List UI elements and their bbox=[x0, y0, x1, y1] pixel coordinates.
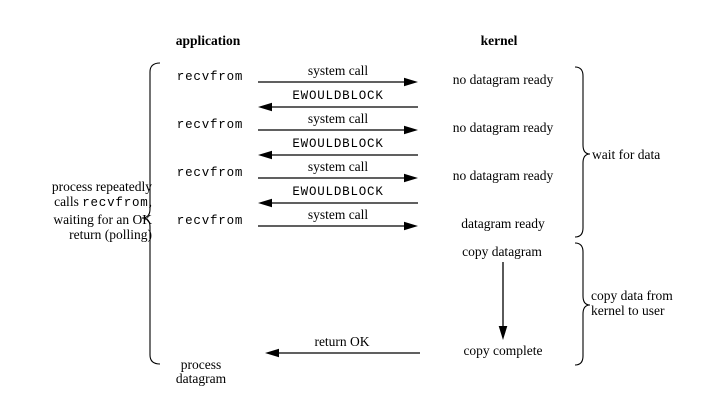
left-brace bbox=[141, 62, 161, 365]
polling-note-line-4: return (polling) bbox=[69, 226, 152, 242]
return-ok-arrow bbox=[265, 348, 420, 358]
polling-note-line2-prefix: calls bbox=[54, 194, 83, 210]
recvfrom-call-3: recvfrom bbox=[176, 166, 244, 180]
ewouldblock-arrow-1 bbox=[258, 102, 418, 112]
system-call-label-3: system call bbox=[307, 159, 369, 174]
system-call-label-2: system call bbox=[307, 111, 369, 126]
ewouldblock-label-2: EWOULDBLOCK bbox=[292, 137, 384, 151]
kernel-state-2: no datagram ready bbox=[452, 120, 554, 135]
process-datagram-line-2: datagram bbox=[175, 371, 227, 386]
ewouldblock-arrow-3 bbox=[258, 198, 418, 208]
copy-progress-arrow bbox=[498, 262, 508, 340]
copy-data-label-line-1: copy data from bbox=[591, 288, 673, 303]
application-column-header: application bbox=[175, 33, 241, 48]
return-ok-label: return OK bbox=[314, 334, 370, 349]
process-datagram-line-1: process bbox=[180, 357, 222, 372]
copy-datagram-label: copy datagram bbox=[462, 244, 542, 259]
system-call-label-1: system call bbox=[307, 63, 369, 78]
kernel-column-header: kernel bbox=[480, 33, 518, 48]
copy-complete-label: copy complete bbox=[463, 343, 543, 358]
copy-data-brace bbox=[574, 242, 591, 366]
wait-for-data-brace bbox=[574, 66, 591, 238]
system-call-arrow-4 bbox=[258, 221, 418, 231]
system-call-label-4: system call bbox=[307, 207, 369, 222]
recvfrom-call-2: recvfrom bbox=[176, 118, 244, 132]
polling-note-recvfrom-code: recvfrom bbox=[82, 196, 149, 211]
ewouldblock-label-1: EWOULDBLOCK bbox=[292, 89, 384, 103]
polling-note-line2-suffix: , bbox=[148, 194, 152, 210]
system-call-arrow-2 bbox=[258, 125, 418, 135]
polling-note-line-2: calls recvfrom, bbox=[52, 194, 152, 211]
polling-note: process repeatedly calls recvfrom, waiti… bbox=[52, 179, 152, 242]
ewouldblock-arrow-2 bbox=[258, 150, 418, 160]
kernel-state-1: no datagram ready bbox=[452, 72, 554, 87]
kernel-state-4: datagram ready bbox=[461, 216, 545, 231]
process-datagram-note: process datagram bbox=[176, 358, 226, 386]
kernel-state-3: no datagram ready bbox=[452, 168, 554, 183]
recvfrom-call-1: recvfrom bbox=[176, 70, 244, 84]
system-call-arrow-1 bbox=[258, 77, 418, 87]
polling-note-line-3: waiting for an OK bbox=[53, 211, 152, 227]
wait-for-data-label: wait for data bbox=[592, 147, 661, 162]
polling-note-line-1: process repeatedly bbox=[51, 179, 152, 194]
system-call-arrow-3 bbox=[258, 173, 418, 183]
copy-data-label-line-2: kernel to user bbox=[591, 302, 665, 318]
ewouldblock-label-3: EWOULDBLOCK bbox=[292, 185, 384, 199]
copy-data-label: copy data from kernel to user bbox=[591, 288, 673, 318]
recvfrom-call-4: recvfrom bbox=[176, 214, 244, 228]
